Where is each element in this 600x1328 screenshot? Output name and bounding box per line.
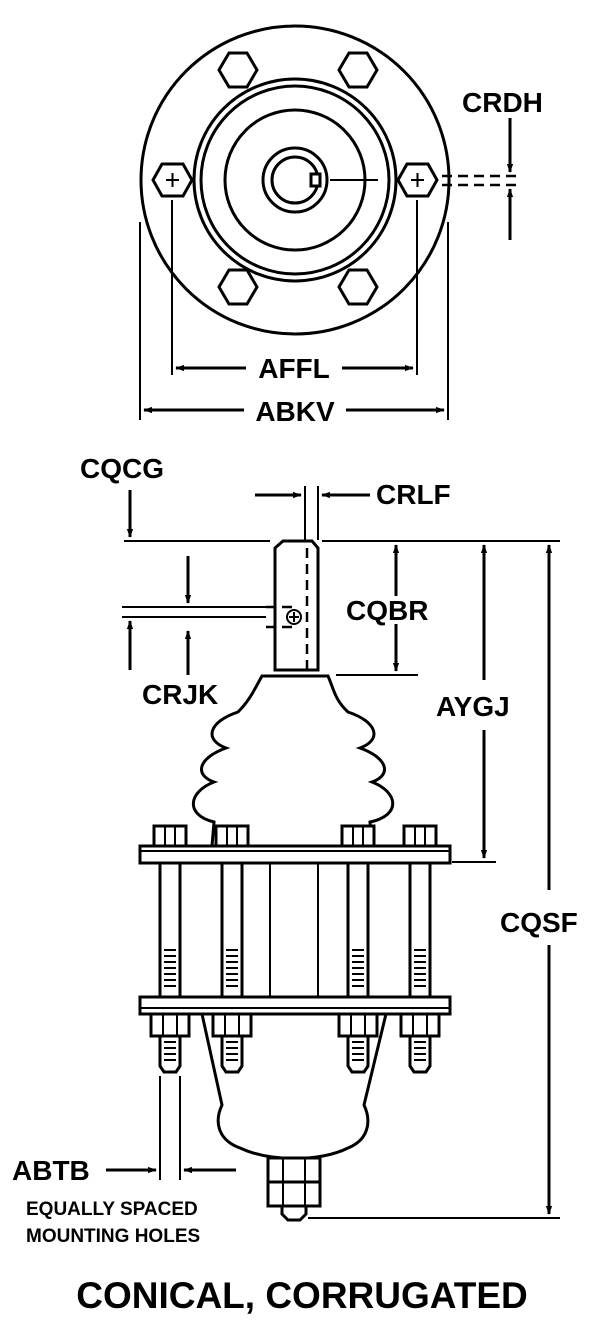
crjk-label: CRJK bbox=[142, 679, 218, 710]
shaft-circle-outer bbox=[261, 146, 329, 214]
keyway bbox=[309, 172, 322, 188]
aygj-label: AYGJ bbox=[436, 691, 510, 722]
bottom-plate bbox=[138, 995, 452, 1016]
bottom-nut-upper bbox=[266, 1156, 322, 1184]
hex-hole-right-icon bbox=[396, 162, 439, 198]
hex-hole-left-icon bbox=[151, 162, 194, 198]
drawing-title: CONICAL, CORRUGATED bbox=[76, 1275, 528, 1316]
crlf-label: CRLF bbox=[376, 479, 451, 510]
corrugated-boot bbox=[192, 674, 395, 848]
cqbr-label: CQBR bbox=[346, 595, 428, 626]
abtb-label: ABTB bbox=[12, 1155, 90, 1186]
affl-label: AFFL bbox=[258, 353, 330, 384]
hex-nut-icon bbox=[217, 51, 259, 89]
abkv-label: ABKV bbox=[255, 396, 335, 427]
top-view: CRDH AFFL ABKV bbox=[139, 24, 543, 427]
hex-nut-icon bbox=[337, 51, 379, 89]
flange-inner-circle bbox=[192, 77, 398, 283]
top-plate bbox=[138, 844, 452, 865]
side-view: CQCG CRLF CQBR CRJK AYGJ CQSF bbox=[12, 453, 578, 1247]
hex-nut-icon bbox=[217, 268, 259, 306]
shaft bbox=[273, 539, 320, 672]
hex-nut-icon bbox=[337, 268, 379, 306]
mounting-holes-note-line2: MOUNTING HOLES bbox=[26, 1226, 200, 1247]
flange-outer-circle bbox=[139, 24, 451, 336]
cqsf-label: CQSF bbox=[500, 907, 578, 938]
mounting-holes-note-line1: EQUALLY SPACED bbox=[26, 1199, 198, 1220]
flange-inner-circle-2 bbox=[199, 84, 391, 276]
crdh-label: CRDH bbox=[462, 87, 543, 118]
bottom-nut-lower bbox=[266, 1180, 322, 1208]
cqcg-label: CQCG bbox=[80, 453, 164, 484]
